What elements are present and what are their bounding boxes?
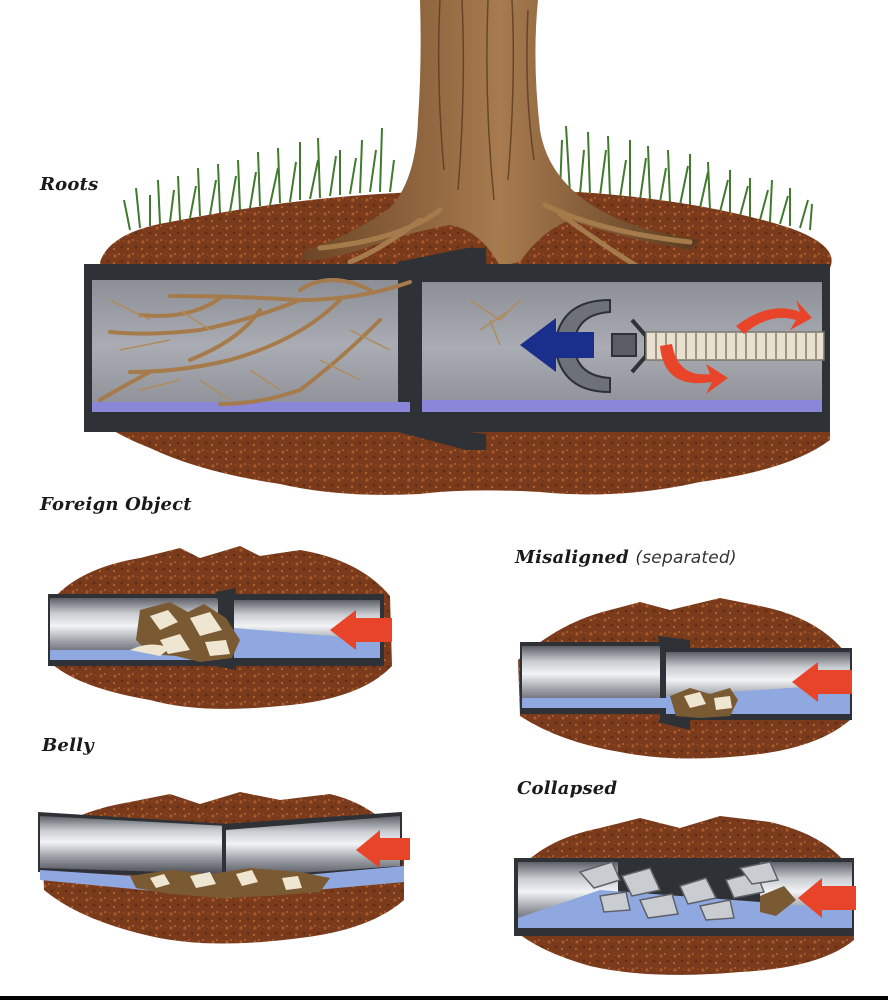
label-misaligned-main: Misaligned	[515, 547, 629, 568]
collapsed-scene	[514, 816, 856, 975]
flow-arrow-icon	[792, 662, 852, 702]
label-foreign-object: Foreign Object	[40, 494, 192, 515]
tool-direction-arrow-icon	[520, 318, 594, 372]
roots-scene	[84, 0, 832, 495]
flow-arrow-icon	[798, 878, 856, 918]
label-collapsed: Collapsed	[517, 778, 618, 799]
foreign-object-scene	[48, 546, 392, 709]
flow-arrow-icon	[356, 830, 410, 868]
rotation-arrow-icon	[660, 300, 812, 394]
label-misaligned: Misaligned (separated)	[515, 547, 737, 568]
cutter-icon	[553, 298, 825, 394]
label-roots: Roots	[40, 174, 99, 195]
debris-blockage	[130, 868, 330, 898]
belly-scene	[38, 792, 410, 944]
debris-blockage	[670, 688, 738, 718]
trunk-texture	[437, 0, 535, 201]
label-belly: Belly	[42, 735, 94, 756]
grass-left	[123, 127, 395, 231]
grass-right	[559, 125, 813, 231]
flow-arrow-icon	[330, 610, 392, 650]
collapsed-pipe-shards	[578, 861, 780, 921]
tree-trunk	[300, 0, 700, 266]
label-misaligned-qualifier: (separated)	[635, 548, 737, 568]
debris-blockage	[130, 602, 240, 662]
misaligned-scene	[518, 598, 852, 759]
thin-roots	[109, 299, 521, 401]
